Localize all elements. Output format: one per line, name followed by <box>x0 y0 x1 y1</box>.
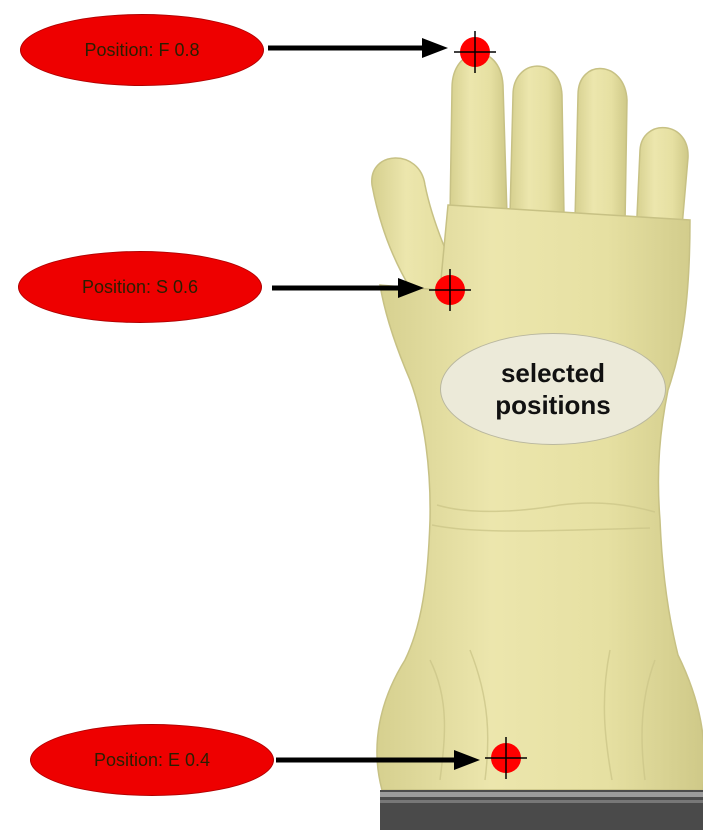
position-label-e: Position: E 0.4 <box>30 724 274 796</box>
badge-line-2: positions <box>495 389 611 421</box>
position-label-s: Position: S 0.6 <box>18 251 262 323</box>
badge-line-1: selected <box>501 357 605 389</box>
position-label-f: Position: F 0.8 <box>20 14 264 86</box>
glove-cuff-ring <box>380 790 703 830</box>
selected-positions-badge: selected positions <box>440 333 666 445</box>
arrow-f-head <box>422 38 448 58</box>
